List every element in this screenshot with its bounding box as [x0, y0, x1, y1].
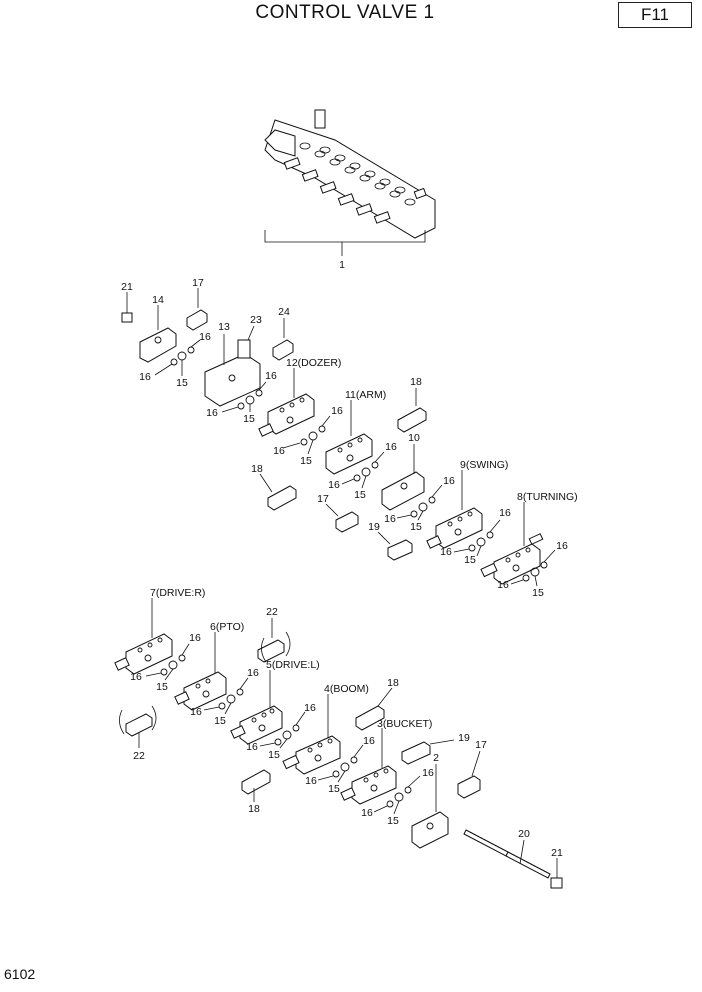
callout-16-drive-l-a: 16 — [246, 741, 258, 753]
nut-21-lower — [550, 877, 563, 889]
callout-15-drive-l: 15 — [268, 749, 280, 761]
callout-16-end-b: 16 — [556, 540, 568, 552]
plug-22-upper — [257, 639, 285, 663]
plug-22-lower — [125, 713, 153, 737]
end-block-13 — [204, 353, 261, 407]
callout-16-drive-r-b: 16 — [189, 632, 201, 644]
callout-16-top-b: 16 — [199, 331, 211, 343]
callout-15-boom: 15 — [328, 783, 340, 795]
plug-18-left — [267, 485, 297, 511]
valve-section-10 — [381, 471, 425, 511]
callout-16-drive-l-b: 16 — [304, 702, 316, 714]
callout-16-pto-a: 16 — [190, 706, 202, 718]
callout-15-pto: 15 — [214, 715, 226, 727]
callout-16-arm-b: 16 — [331, 405, 343, 417]
callout-3-bucket: 3(BUCKET) — [377, 718, 432, 730]
plug-17-top — [186, 309, 208, 331]
plug-19-lower — [401, 741, 431, 765]
callout-18-left: 18 — [251, 463, 263, 475]
callout-9-swing: 9(SWING) — [460, 459, 508, 471]
callout-16-turning-a: 16 — [440, 546, 452, 558]
callout-17-lower: 17 — [475, 739, 487, 751]
callout-15-turning: 15 — [464, 554, 476, 566]
callout-2: 2 — [433, 752, 439, 764]
callout-17-top: 17 — [192, 277, 204, 289]
callout-16-p10-b: 16 — [385, 441, 397, 453]
plug-18-lower-left — [241, 769, 271, 795]
plug-19-mid — [387, 539, 413, 561]
page-code-box: F11 — [618, 2, 692, 28]
callout-21-lower: 21 — [551, 847, 563, 859]
callout-23: 23 — [250, 314, 262, 326]
callout-11-arm: 11(ARM) — [345, 389, 386, 401]
callout-19-mid: 19 — [368, 521, 380, 533]
callout-16-arm-a: 16 — [273, 445, 285, 457]
callout-14: 14 — [152, 294, 164, 306]
callout-5-drive-l: 5(DRIVE:L) — [266, 659, 320, 671]
control-valve-assembly-drawing — [264, 109, 436, 256]
callout-13: 13 — [218, 321, 230, 333]
plug-18-upper — [397, 407, 427, 433]
callout-16-pto-b: 16 — [247, 667, 259, 679]
callout-16-bucket-a: 16 — [361, 807, 373, 819]
valve-section-drive-r-7 — [114, 633, 173, 675]
fitting-23 — [237, 339, 251, 359]
callout-20: 20 — [518, 828, 530, 840]
callout-4-boom: 4(BOOM) — [324, 683, 369, 695]
callout-16-dozer-b: 16 — [265, 370, 277, 382]
callout-21-top: 21 — [121, 281, 133, 293]
callout-15-swing: 15 — [410, 521, 422, 533]
callout-17-mid: 17 — [317, 493, 329, 505]
callout-22-upper: 22 — [266, 606, 278, 618]
callout-8-turning: 8(TURNING) — [517, 491, 578, 503]
callout-18-lower-left: 18 — [248, 803, 260, 815]
callout-15-p10: 15 — [354, 489, 366, 501]
valve-section-boom-4 — [282, 735, 341, 775]
callout-16-bucket-b: 16 — [422, 767, 434, 779]
callout-15-end: 15 — [532, 587, 544, 599]
callout-15-bucket: 15 — [387, 815, 399, 827]
callout-15-dozer: 15 — [243, 413, 255, 425]
valve-section-dozer-12 — [258, 393, 315, 437]
callout-16-boom-a: 16 — [305, 775, 317, 787]
callout-16-top-a: 16 — [139, 371, 151, 383]
callout-6-pto: 6(PTO) — [210, 621, 244, 633]
valve-section-drive-l-5 — [230, 705, 283, 745]
callout-1: 1 — [339, 259, 345, 271]
callout-12-dozer: 12(DOZER) — [286, 357, 341, 369]
callout-16-drive-r-a: 16 — [130, 671, 142, 683]
callout-16-dozer-a: 16 — [206, 407, 218, 419]
valve-section-pto-6 — [174, 671, 227, 711]
end-cover-2 — [411, 811, 449, 849]
callout-19-lower: 19 — [458, 732, 470, 744]
nut-21 — [121, 312, 133, 323]
callout-16-turning-b: 16 — [499, 507, 511, 519]
callout-22-lower: 22 — [133, 750, 145, 762]
callout-10: 10 — [408, 432, 420, 444]
valve-section-arm-11 — [325, 433, 373, 475]
callout-15-drive-r: 15 — [156, 681, 168, 693]
page-title: CONTROL VALVE 1 — [255, 2, 435, 23]
plug-17-mid — [335, 511, 359, 533]
callout-15-top: 15 — [176, 377, 188, 389]
plug-24 — [272, 339, 294, 361]
valve-section-swing-9 — [426, 507, 483, 549]
callout-24: 24 — [278, 306, 290, 318]
sheet-number: 6102 — [4, 966, 36, 982]
callout-16-swing-b: 16 — [443, 475, 455, 487]
plug-17-lower — [457, 775, 481, 799]
callout-18-upper: 18 — [410, 376, 422, 388]
callout-16-end-a: 16 — [497, 579, 509, 591]
valve-section-bucket-3 — [340, 765, 397, 805]
valve-section-turning-8 — [480, 533, 544, 585]
callout-18-lower-right: 18 — [387, 677, 399, 689]
callout-16-swing-a: 16 — [384, 513, 396, 525]
callout-16-p10-a: 16 — [328, 479, 340, 491]
tie-rods-20 — [463, 829, 551, 879]
callout-15-arm: 15 — [300, 455, 312, 467]
callout-16-boom-b: 16 — [363, 735, 375, 747]
cover-14 — [139, 327, 177, 363]
callout-7-drive-r: 7(DRIVE:R) — [150, 587, 205, 599]
